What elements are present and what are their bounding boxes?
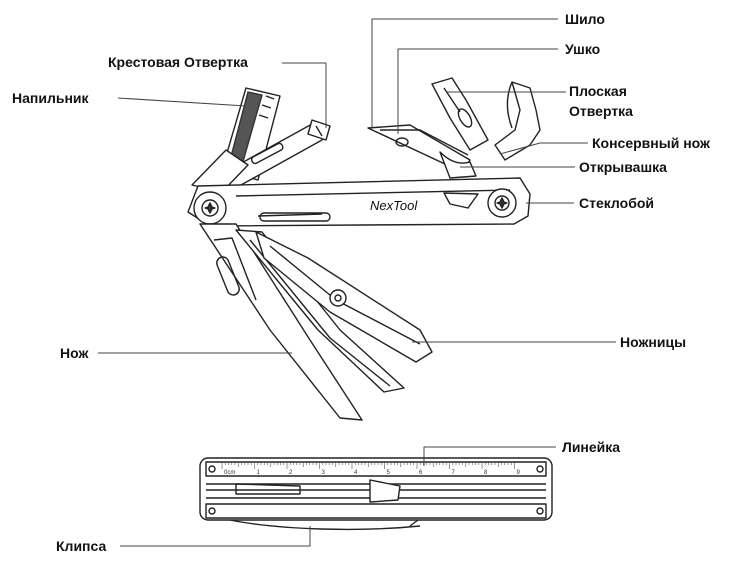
label-napilnik: Напильник xyxy=(12,90,89,106)
main-handle: NexTool xyxy=(187,177,531,227)
ruler-tick-label: 9 xyxy=(517,470,521,476)
label-ploskaya-line1: Плоская xyxy=(569,83,627,99)
ruler-tick-label: 5 xyxy=(387,470,391,476)
knife-blade xyxy=(199,223,363,421)
label-otkryvashka: Открывашка xyxy=(579,159,667,175)
leader-ushko xyxy=(397,48,558,134)
closed-tool-drawing: 0cm 1 2 3 4 5 6 7 8 9 xyxy=(199,457,553,531)
label-lineyka: Линейка xyxy=(562,439,621,455)
scissors xyxy=(255,231,433,363)
leader-shilo xyxy=(371,18,558,128)
brand-logo: NexTool xyxy=(370,198,418,213)
ruler-tick-label: 4 xyxy=(354,470,358,476)
label-ushko: Ушко xyxy=(565,41,601,57)
lower-handle xyxy=(235,229,405,393)
label-steklobo: Стеклобой xyxy=(579,195,654,211)
top-tools xyxy=(367,77,541,179)
leader-napilnik xyxy=(117,97,247,107)
ruler-tick-label: 3 xyxy=(322,470,326,476)
leader-konservny xyxy=(499,142,588,155)
ruler-tick-label: 1 xyxy=(257,470,261,476)
right-pivot xyxy=(487,188,517,218)
ruler-tick-label: 8 xyxy=(484,470,488,476)
label-nozhnitsy: Ножницы xyxy=(620,334,687,350)
leader-lines xyxy=(98,18,616,547)
label-krestovaya: Крестовая Отвертка xyxy=(108,54,248,70)
leader-klipsa xyxy=(120,526,311,547)
label-nozh: Нож xyxy=(60,345,89,361)
ruler-tick-label: 7 xyxy=(452,470,456,476)
left-pivot xyxy=(193,191,227,225)
label-klipsa: Клипса xyxy=(56,538,107,554)
ruler-tick-label: 6 xyxy=(419,470,423,476)
ruler-scale: 0cm 1 2 3 4 5 6 7 8 9 xyxy=(221,462,521,476)
label-shilo: Шило xyxy=(565,11,605,27)
label-konservny: Консервный нож xyxy=(592,135,710,151)
leader-lineyka xyxy=(423,446,556,466)
ruler-tick-label: 2 xyxy=(289,470,293,476)
opened-tool-drawing: NexTool xyxy=(187,77,541,421)
leader-krestovaya xyxy=(282,62,327,128)
label-ploskaya-line2: Отвертка xyxy=(569,103,633,119)
ruler-tick-label: 0cm xyxy=(224,470,235,476)
